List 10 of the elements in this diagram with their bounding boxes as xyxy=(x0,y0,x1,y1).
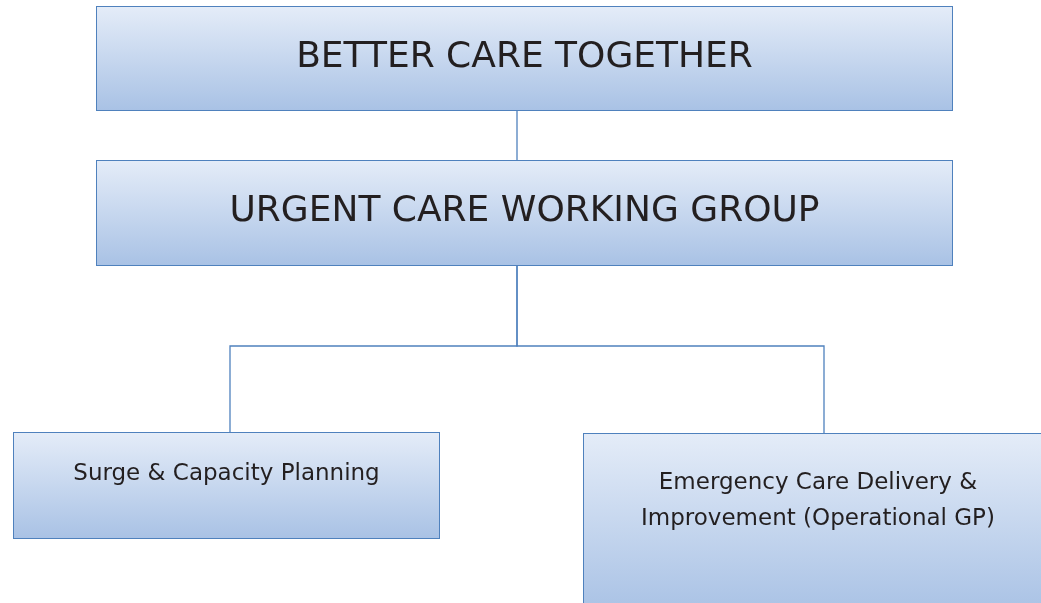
org-box xyxy=(13,432,440,539)
org-box xyxy=(96,160,953,266)
org-box xyxy=(96,6,953,111)
connector-line xyxy=(516,110,518,161)
box-label: Surge & Capacity Planning xyxy=(73,458,380,487)
box-label: BETTER CARE TOGETHER xyxy=(296,33,753,77)
box-label: Emergency Care Delivery & Improvement (Operational GP) xyxy=(640,467,996,532)
box-label: URGENT CARE WORKING GROUP xyxy=(229,187,820,231)
connector-line xyxy=(516,265,825,434)
org-box xyxy=(583,433,1041,603)
